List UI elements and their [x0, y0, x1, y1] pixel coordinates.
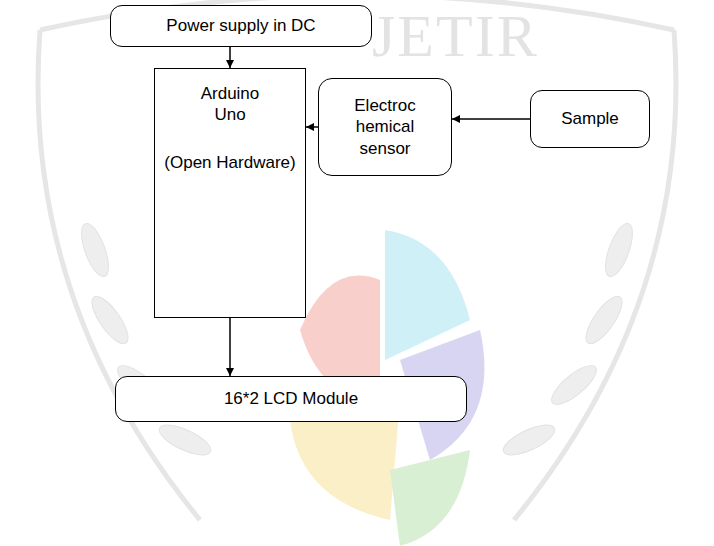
process-box: Power supply in DC [110, 5, 372, 47]
box-text: Power supply in DC [166, 15, 315, 36]
process-box: 16*2 LCD Module [115, 376, 467, 422]
shield-outline [38, 0, 676, 520]
process-box: Electroc hemical sensor [318, 78, 452, 176]
box-text: Sample [561, 108, 619, 129]
box-text: Electroc hemical sensor [346, 95, 424, 159]
box-text: 16*2 LCD Module [224, 388, 358, 409]
arrow-connector [229, 318, 231, 376]
box-text: Arduino Uno [190, 83, 270, 126]
arrow-connector [306, 126, 318, 128]
box-text: (Open Hardware) [164, 152, 295, 173]
arrow-connector [229, 47, 231, 68]
controller-box: Arduino Uno (Open Hardware) [154, 68, 306, 318]
process-box: Sample [530, 90, 650, 148]
arrow-connector [452, 118, 530, 120]
watermark-text: JETIR [372, 6, 539, 66]
